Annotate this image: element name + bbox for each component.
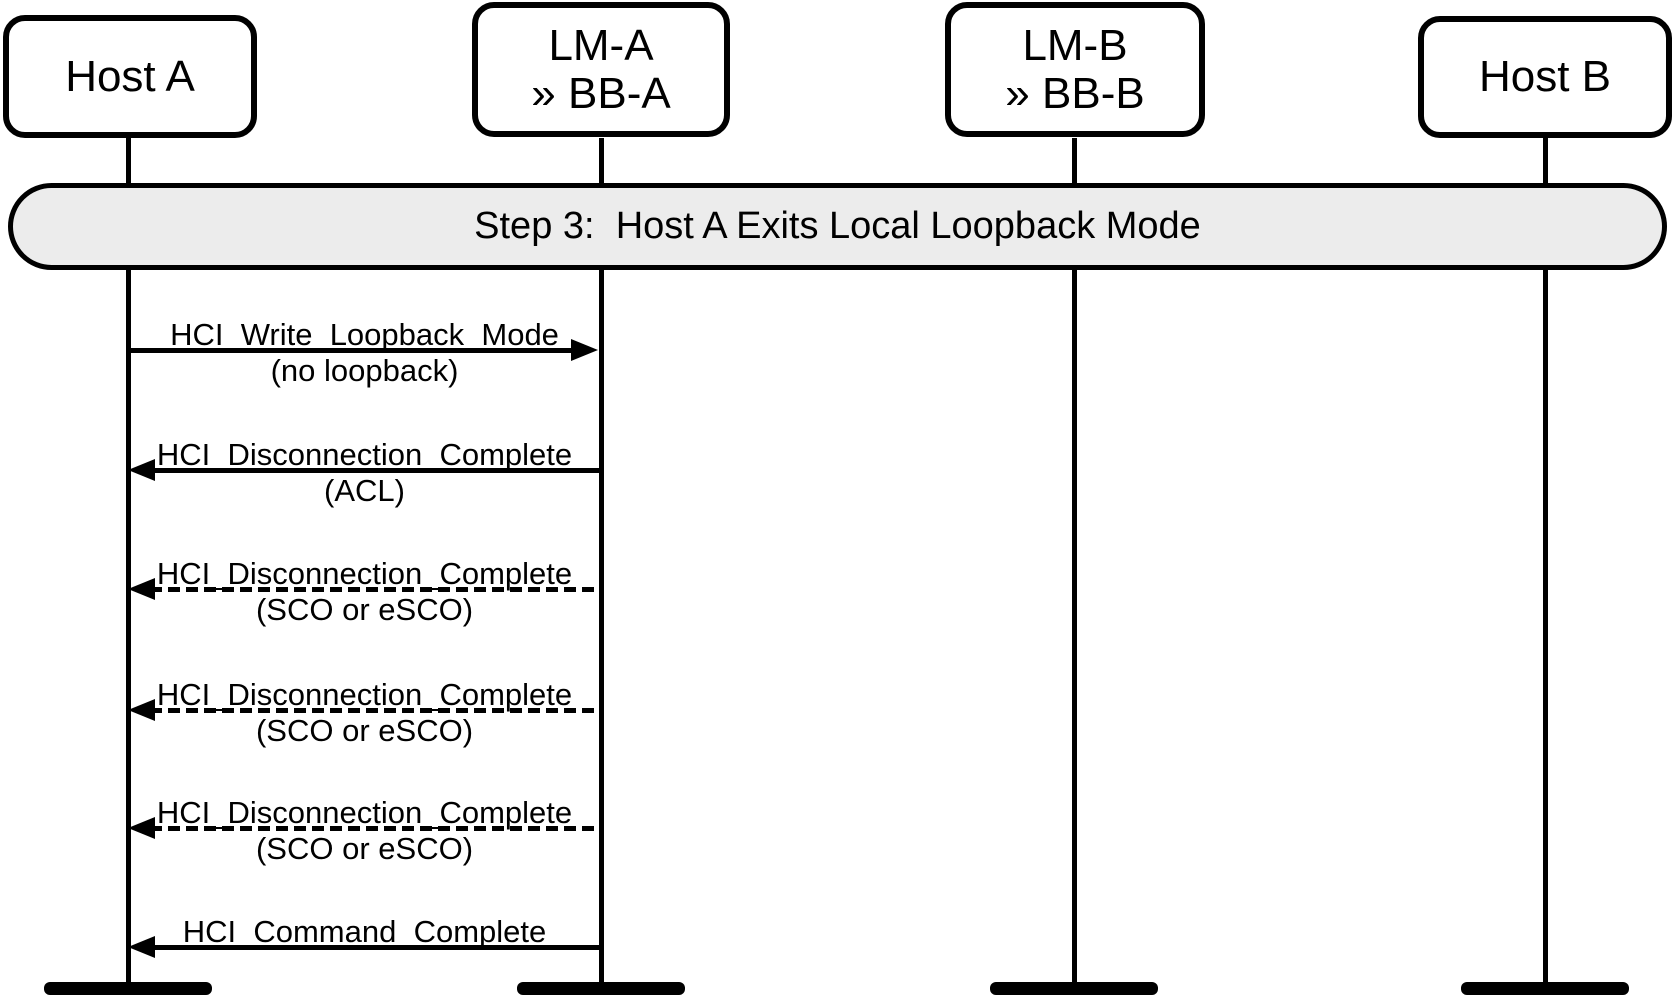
message-line (150, 468, 601, 473)
lifeline-end-bar-host-a (44, 982, 212, 995)
lifeline-host-a (126, 138, 131, 983)
actor-lm-a: LM-A » BB-A (472, 2, 730, 137)
message-line (150, 708, 601, 713)
actor-sublabel: » BB-A (531, 68, 671, 118)
message-sublabel: (ACL) (324, 473, 405, 508)
arrowhead-left-icon (128, 578, 155, 600)
step-banner-title: Step 3: Host A Exits Local Loopback Mode (474, 205, 1201, 247)
actor-host-b: Host B (1418, 16, 1672, 138)
actor-lm-b: LM-B » BB-B (945, 2, 1205, 137)
message-label: HCI_Disconnection_Complete (156, 795, 573, 830)
step-banner: Step 3: Host A Exits Local Loopback Mode (8, 183, 1667, 270)
message-line (128, 348, 575, 353)
lifeline-end-bar-host-b (1461, 982, 1629, 995)
message-sublabel: (SCO or eSCO) (255, 592, 474, 627)
actor-label: LM-A (548, 20, 654, 70)
message-sublabel: (no loopback) (270, 353, 459, 388)
message-label: HCI_Command_Complete (182, 914, 547, 949)
message-line (150, 945, 601, 950)
message-label: HCI_Disconnection_Complete (156, 556, 573, 591)
message-line (150, 587, 601, 592)
actor-label: LM-B (1022, 20, 1128, 70)
actor-host-a: Host A (3, 15, 257, 138)
message-sublabel: (SCO or eSCO) (255, 831, 474, 866)
actor-sublabel: » BB-B (1005, 68, 1145, 118)
lifeline-lm-b (1072, 138, 1077, 983)
message-label: HCI_Write_Loopback_Mode (170, 317, 559, 352)
lifeline-end-bar-lm-b (990, 982, 1158, 995)
arrowhead-left-icon (128, 699, 155, 721)
arrowhead-left-icon (128, 817, 155, 839)
message-label: HCI_Disconnection_Complete (156, 677, 573, 712)
arrowhead-left-icon (128, 459, 155, 481)
arrowhead-right-icon (571, 339, 598, 361)
lifeline-host-b (1543, 138, 1548, 983)
message-line (150, 826, 601, 831)
actor-label: Host A (65, 51, 195, 101)
message-label: HCI_Disconnection_Complete (156, 437, 573, 472)
actor-label: Host B (1478, 52, 1612, 102)
lifeline-lm-a (599, 138, 604, 983)
arrowhead-left-icon (128, 936, 155, 958)
lifeline-end-bar-lm-a (517, 982, 685, 995)
message-sublabel: (SCO or eSCO) (255, 713, 474, 748)
